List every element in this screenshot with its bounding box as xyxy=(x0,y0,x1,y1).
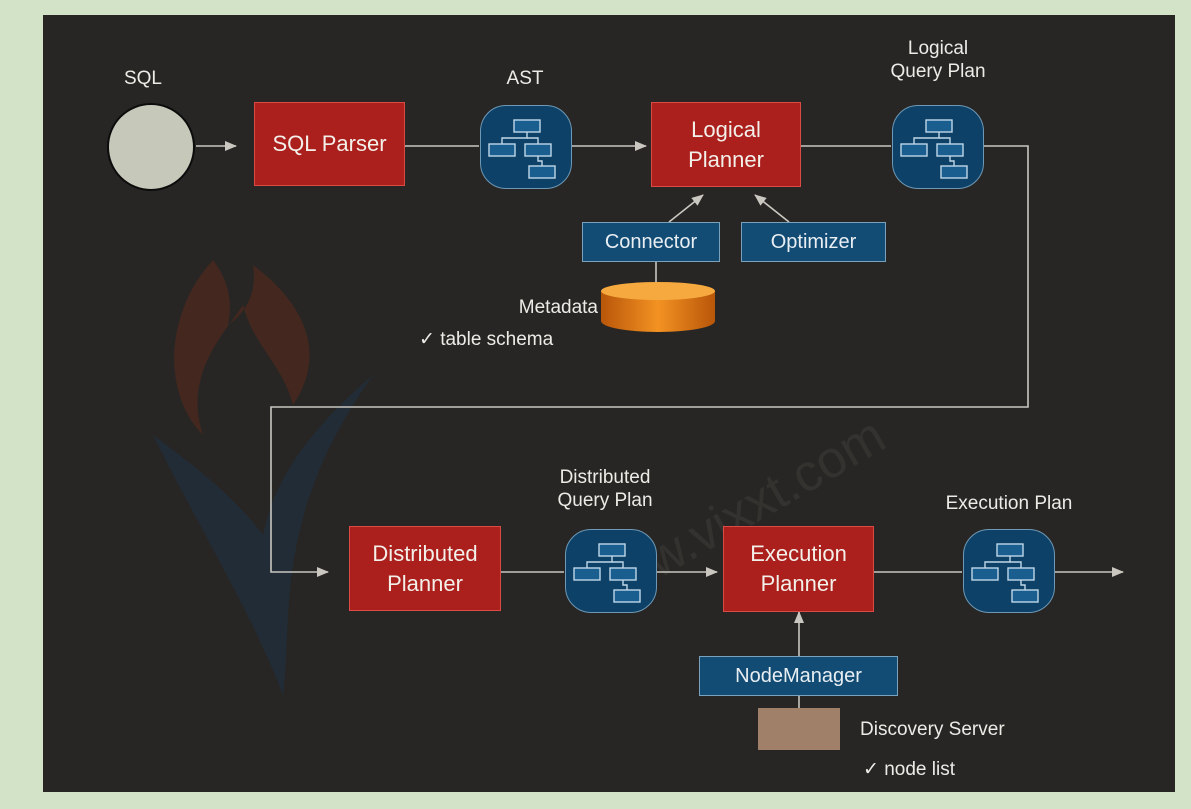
sql-label: SQL xyxy=(123,68,163,89)
optimizer-box: Optimizer xyxy=(741,222,886,262)
logical-query-plan-label: Logical Query Plan xyxy=(890,38,986,82)
table-schema-label: ✓ table schema xyxy=(419,329,554,350)
arrow-lqp-to-distributed xyxy=(270,145,1029,577)
execution-plan-tree-icon xyxy=(963,529,1055,613)
arrow-optimizer-to-logical xyxy=(754,194,790,223)
node-list-label: ✓ node list xyxy=(863,759,955,780)
connector-box: Connector xyxy=(582,222,720,262)
logical-planner-box: Logical Planner xyxy=(651,102,801,187)
distributed-query-plan-tree-icon xyxy=(565,529,657,613)
sql-parser-box: SQL Parser xyxy=(254,102,405,186)
arrow-connector-to-logical xyxy=(668,194,704,223)
execution-plan-label: Execution Plan xyxy=(945,493,1073,514)
execution-planner-box: Execution Planner xyxy=(723,526,874,612)
metadata-label: Metadata xyxy=(518,297,598,318)
logical-query-plan-tree-icon xyxy=(892,105,984,189)
sql-input-circle xyxy=(107,103,195,191)
node-manager-box: NodeManager xyxy=(699,656,898,696)
ast-label: AST xyxy=(506,68,544,89)
discovery-server-label: Discovery Server xyxy=(860,719,1005,740)
distributed-query-plan-label: Distributed Query Plan xyxy=(557,467,653,511)
diagram-canvas: www.vixxt.com SQL SQL Parser xyxy=(43,15,1175,792)
metadata-database-icon xyxy=(601,282,715,332)
flow-arrows xyxy=(196,141,1124,708)
ast-tree-icon xyxy=(480,105,572,189)
discovery-server-box xyxy=(758,708,840,750)
distributed-planner-box: Distributed Planner xyxy=(349,526,501,611)
